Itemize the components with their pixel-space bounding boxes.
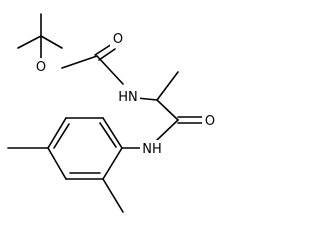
carbamate-nitrogen-label: HN [118, 90, 138, 105]
bond-layer [7, 13, 204, 213]
bond-ester-oxygen-carbonyl [61, 55, 98, 69]
bond-nitrogen-alpha-carbon [136, 97, 158, 101]
bond-ring-6 [102, 147, 123, 180]
bond-amide-carbon-nitrogen [156, 119, 179, 141]
bond-alpha-carbon-amide-carbon [156, 99, 179, 121]
ester-oxygen-label: O [36, 60, 46, 75]
carbamate-carbonyl-oxygen-label: O [113, 32, 123, 47]
bond-ring-3-inner [53, 123, 70, 149]
bond-carbamate-carbonyl-double-b [98, 48, 116, 61]
structure-diagram: O O HN O NH [7, 13, 218, 213]
amide-carbonyl-oxygen-label: O [205, 114, 215, 129]
bond-ring-1 [102, 117, 123, 149]
bond-alpha-carbon-methyl [156, 71, 179, 101]
bond-carbamate-carbonyl-double-a [94, 43, 113, 56]
bond-ring-1-inner [99, 122, 117, 148]
bond-ring-4 [47, 147, 67, 180]
bond-ring-3 [47, 117, 67, 149]
amide-nitrogen-label: NH [142, 142, 162, 157]
bond-tbu-methyl-right [40, 35, 63, 49]
bond-tbu-methyl-left [17, 35, 42, 49]
atom-layer: O O HN O NH [33, 30, 218, 157]
bond-ortho-methyl [102, 178, 124, 213]
bond-carbamate-carbon-nitrogen [96, 55, 124, 85]
